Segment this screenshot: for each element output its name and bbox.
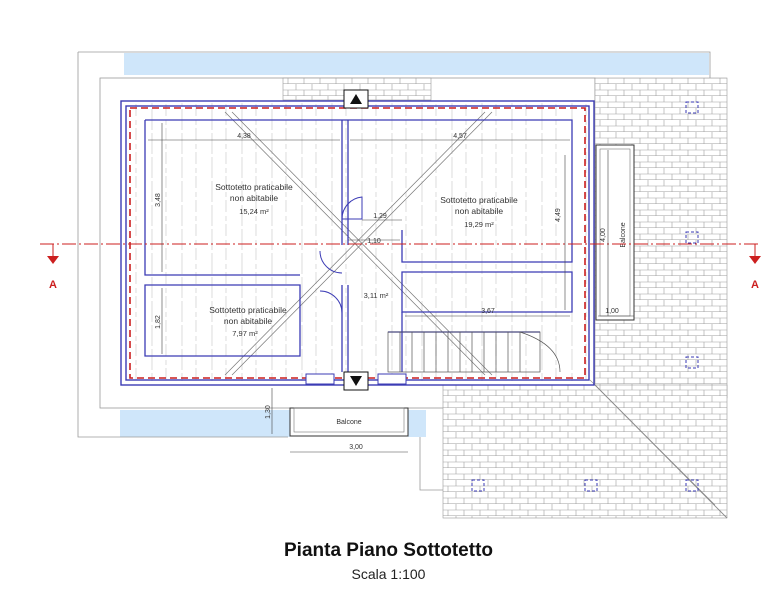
dim-4-49: 4,49: [555, 208, 562, 222]
room-1-label: Sottotetto praticabile non abitabile 15,…: [215, 182, 293, 216]
attic-floor-hatch: [128, 103, 588, 381]
dim-1-00: 1,00: [605, 308, 619, 315]
dim-3-48: 3,48: [155, 193, 162, 207]
dim-1-29: 1,29: [373, 213, 387, 220]
room-2-note: non abitabile: [455, 206, 503, 216]
room-1-name: Sottotetto praticabile: [215, 182, 293, 192]
dim-4-38: 4,38: [237, 133, 251, 140]
door-swings: [319, 196, 363, 314]
room-3-area: 7,97 m²: [232, 329, 258, 338]
dim-4-00: 4,00: [600, 228, 607, 242]
staircase: [387, 331, 561, 373]
section-label-right: A: [751, 279, 759, 291]
room-3-label: Sottotetto praticabile non abitabile 7,9…: [209, 305, 287, 338]
room-3-note: non abitabile: [224, 316, 272, 326]
room-2-name: Sottotetto praticabile: [440, 195, 518, 205]
balcony-south: [289, 407, 409, 437]
dim-1-30: 1,30: [265, 405, 272, 419]
dim-4-57: 4,57: [453, 133, 467, 140]
drawing-scale: Scala 1:100: [351, 566, 426, 582]
room-1-note: non abitabile: [230, 193, 278, 203]
dimension-lines: [148, 123, 634, 453]
drawing-title: Pianta Piano Sottotetto: [284, 540, 493, 561]
interior-walls: [144, 119, 573, 372]
vent-markers: [471, 101, 699, 492]
balcony-south-label: Balcone: [336, 419, 361, 426]
section-line: [40, 243, 761, 264]
dim-3-00: 3,00: [349, 444, 363, 451]
dim-1-10: 1,10: [367, 238, 381, 245]
roof-tiles: [282, 77, 728, 519]
room-3-name: Sottotetto praticabile: [209, 305, 287, 315]
room-2-label: Sottotetto praticabile non abitabile 19,…: [440, 195, 518, 229]
dim-1-82: 1,82: [155, 315, 162, 329]
room-2-area: 19,29 m²: [464, 220, 494, 229]
section-label-left: A: [49, 279, 57, 291]
room-4-area: 3,11 m²: [364, 291, 389, 300]
balcony-east: [595, 144, 635, 321]
room-1-area: 15,24 m²: [239, 207, 269, 216]
skylights: [305, 89, 407, 391]
dim-3-67: 3,67: [481, 308, 495, 315]
balcony-east-label: Balcone: [620, 222, 627, 247]
